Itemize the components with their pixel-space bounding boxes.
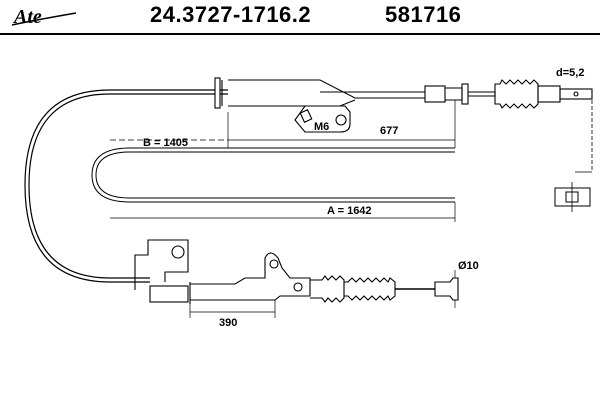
d-label: d=5,2	[556, 67, 584, 79]
diameter-label: Ø10	[458, 260, 479, 272]
brand-wordmark: Ate	[12, 6, 42, 28]
dim-b-label: B = 1405	[143, 137, 188, 149]
header-divider	[0, 33, 600, 35]
dim-677-label: 677	[380, 125, 398, 137]
dim-390-label: 390	[219, 317, 237, 329]
part-number: 24.3727-1716.2	[150, 2, 312, 27]
dim-a-label: A = 1642	[327, 205, 372, 217]
thread-label: M6	[314, 121, 329, 133]
cable	[24, 89, 228, 283]
upper-cable-end	[214, 77, 593, 133]
dimension-lines	[110, 100, 456, 318]
header: Ate 24.3727-1716.2 581716	[0, 0, 600, 33]
inner-loop	[91, 147, 455, 203]
lower-cable-end	[134, 239, 459, 304]
ate-logo: Ate	[11, 6, 77, 28]
reference-code: 581716	[385, 2, 462, 27]
end-detail-d	[554, 94, 593, 212]
